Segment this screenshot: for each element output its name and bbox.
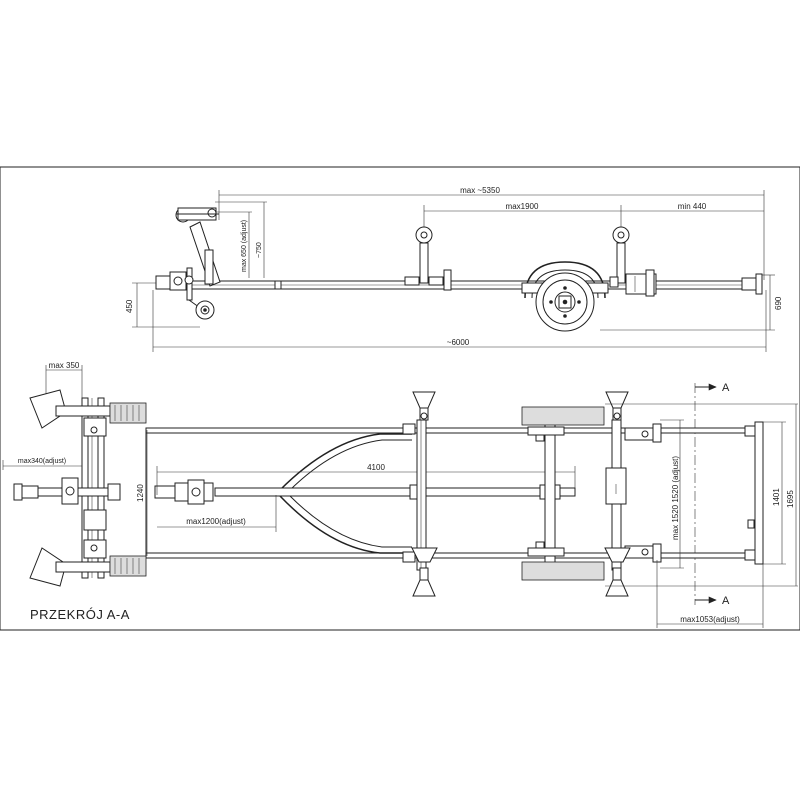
dim-label-rear-min: min 440 bbox=[678, 202, 707, 211]
dim-winch: max 650 (adjust) ~750 bbox=[215, 201, 267, 278]
section-title: PRZEKRÓJ A-A bbox=[30, 607, 130, 622]
section-mark-lower: A bbox=[722, 595, 730, 607]
coupler-top bbox=[154, 479, 214, 505]
hitch-coupler bbox=[155, 271, 187, 291]
section-markers: A A bbox=[694, 382, 730, 607]
rear-roller-post bbox=[609, 226, 657, 297]
dim-label-rear-overhang: max1053(adjust) bbox=[680, 615, 740, 624]
dim-inner-width: max 1520 1520 (adjust) bbox=[660, 419, 684, 569]
top-view: A A bbox=[136, 382, 798, 628]
dim-label-overall-top: max ~5350 bbox=[460, 186, 500, 195]
dim-bunk-adjust: max340(adjust) bbox=[2, 458, 82, 470]
section-center-hub bbox=[13, 477, 121, 531]
dim-rear-width: 1401 1695 bbox=[605, 403, 798, 587]
dim-overall-top: max ~5350 bbox=[218, 186, 765, 280]
drawbar bbox=[279, 433, 412, 554]
center-spine bbox=[214, 487, 576, 497]
dim-label-drawbar-length: 4100 bbox=[367, 463, 385, 472]
dim-label-rear-height: 690 bbox=[774, 296, 783, 310]
dim-drawbar-length: 4100 bbox=[156, 463, 576, 495]
section-bunk-upper bbox=[29, 389, 147, 437]
dim-label-inner-width: max 1520 1520 (adjust) bbox=[671, 456, 680, 540]
axle-top bbox=[521, 406, 605, 581]
side-view: max ~5350 max1900 min 440 max 650 (adjus… bbox=[125, 186, 783, 352]
front-rollers bbox=[411, 391, 438, 597]
dim-rear-overhang: max1053(adjust) bbox=[656, 560, 764, 628]
dim-overall-length: ~6000 bbox=[152, 290, 767, 352]
jockey-wheel bbox=[184, 267, 215, 320]
dim-label-frame-width: 1240 bbox=[136, 484, 145, 502]
dim-label-winch-height: ~750 bbox=[256, 242, 263, 258]
section-bunk-lower bbox=[29, 539, 147, 587]
rear-light bbox=[741, 273, 763, 295]
dim-hitch-height: 450 bbox=[125, 282, 200, 328]
dim-label-axle-span: max1900 bbox=[506, 202, 539, 211]
dim-label-winch-adjust: max1200(adjust) bbox=[186, 517, 246, 526]
dim-label-bunk-adjust: max340(adjust) bbox=[18, 458, 66, 465]
section-mark-upper: A bbox=[722, 382, 730, 394]
dim-label-overall-length: ~6000 bbox=[447, 338, 470, 347]
dim-label-winch-post: max 650 (adjust) bbox=[241, 220, 248, 272]
dim-label-bunk-width: max 350 bbox=[49, 361, 80, 370]
frame-bolt bbox=[274, 280, 282, 290]
sheet-border bbox=[0, 166, 800, 631]
dim-label-rear-width-b: 1695 bbox=[786, 490, 795, 508]
axle-wheel bbox=[521, 261, 609, 332]
dim-winch-adjust: max1200(adjust) bbox=[157, 495, 277, 532]
winch-post bbox=[175, 207, 221, 287]
rear-light-bar bbox=[744, 421, 764, 565]
front-roller-post bbox=[404, 226, 452, 291]
section-a-a: max 350 max340(adjust) bbox=[2, 361, 147, 622]
dim-axle-span: max1900 min 440 bbox=[423, 202, 764, 235]
rear-rollers bbox=[604, 391, 631, 597]
dim-frame-width: 1240 bbox=[136, 430, 148, 556]
dim-label-hitch-height: 450 bbox=[125, 299, 134, 313]
dim-label-rear-width-a: 1401 bbox=[772, 488, 781, 506]
